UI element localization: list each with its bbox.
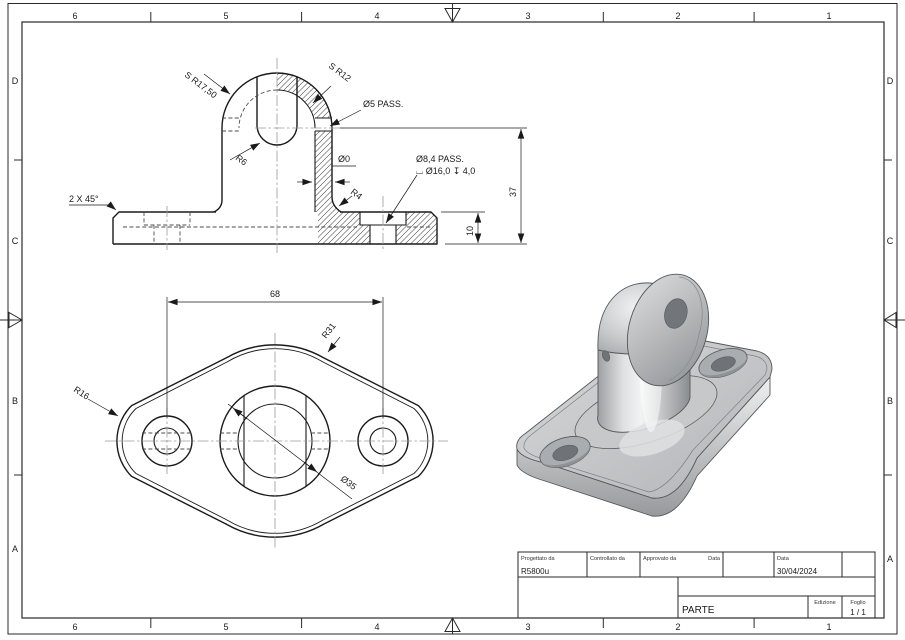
dim-slot-radius: R6 (234, 153, 249, 168)
zone-col-top: 4 (374, 11, 379, 21)
title-block-border (517, 551, 876, 619)
iso-view (516, 273, 773, 517)
top-dimensions (87, 297, 384, 500)
zone-col-bottom: 2 (675, 622, 680, 632)
dim-boss-diameter: Ø35 (339, 474, 359, 492)
zone-row-right: C (887, 236, 894, 246)
section-hatch (277, 73, 437, 244)
front-dimensions (69, 73, 527, 245)
dim-chamfer: 2 X 45° (69, 194, 99, 204)
zone-row-left: A (12, 544, 18, 554)
dim-outer-radius: S R17,50 (183, 70, 219, 101)
zone-col-bottom: 4 (374, 622, 379, 632)
date-label: Data (777, 556, 790, 562)
zone-col-top: 2 (675, 11, 680, 21)
front-view: S R17,50 S R12 Ø5 PASS. R6 Ø0 R4 Ø8,4 PA… (69, 58, 527, 253)
part-name: PARTE (682, 605, 715, 616)
front-hidden-lines (123, 89, 433, 244)
dim-fillet: R4 (349, 187, 364, 202)
designed-label: Progettato da (521, 556, 555, 562)
top-dimension-texts: 68 R31 R16 Ø35 (72, 289, 358, 492)
zone-col-bottom: 3 (525, 622, 530, 632)
front-centerlines (166, 58, 384, 253)
top-hidden-lines (142, 432, 330, 450)
centering-mark-bottom (444, 616, 461, 634)
zone-col-bottom: 5 (223, 622, 228, 632)
dim-wall: Ø0 (338, 154, 350, 164)
dim-cbore-2: ⌴ Ø16,0 ↧ 4,0 (416, 166, 475, 176)
designed-value: R5800u (521, 567, 549, 576)
zone-row-right: B (887, 396, 893, 406)
sheet-label: Foglio (850, 600, 865, 606)
centering-mark-left (0, 311, 24, 329)
dim-cbore-1: Ø8,4 PASS. (416, 154, 464, 164)
zone-row-left: C (12, 236, 19, 246)
zone-col-top: 5 (223, 11, 228, 21)
zone-col-bottom: 6 (72, 622, 77, 632)
title-block: Progettato da R5800u Controllato da Appr… (517, 551, 876, 619)
top-view: 68 R31 R16 Ø35 (72, 289, 448, 549)
edition-label: Edizione (814, 600, 835, 606)
outer-border (7, 3, 898, 635)
zone-col-top: 3 (525, 11, 530, 21)
iso-ring-hole (664, 298, 688, 329)
zone-row-left: D (12, 76, 19, 86)
approved-label: Approvato da (643, 556, 677, 562)
date-value: 30/04/2024 (777, 567, 818, 576)
iso-near-hole (539, 436, 591, 468)
sheet-frame (0, 3, 905, 635)
checked-label: Controllato da (590, 556, 626, 562)
approved-date-label: Data (708, 556, 721, 562)
dim-height-total: 37 (508, 187, 518, 197)
sheet-value: 1 / 1 (850, 608, 866, 617)
dim-hole-small: Ø5 PASS. (363, 99, 403, 109)
centering-mark-right (883, 311, 905, 329)
zone-row-left: B (12, 396, 18, 406)
iso-neck-reflection (619, 419, 685, 457)
zone-col-bottom: 1 (826, 622, 831, 632)
zone-col-top: 1 (826, 11, 831, 21)
iso-clevis-ring (626, 273, 710, 387)
iso-far-hole (698, 348, 748, 378)
dim-height-base: 10 (465, 226, 475, 236)
zone-col-top: 6 (72, 11, 77, 21)
zone-row-right: D (887, 76, 894, 86)
dim-inner-radius: S R12 (327, 61, 353, 84)
centering-mark-top (444, 3, 461, 24)
dim-hole-distance: 68 (270, 289, 280, 299)
dim-top-radius: R31 (320, 321, 338, 340)
zone-labels: 6 5 4 3 2 1 6 5 4 3 2 1 D C B A D C B A (12, 11, 894, 632)
iso-side-hole (601, 350, 611, 362)
zone-row-right: A (887, 554, 893, 564)
inner-border (21, 21, 885, 619)
